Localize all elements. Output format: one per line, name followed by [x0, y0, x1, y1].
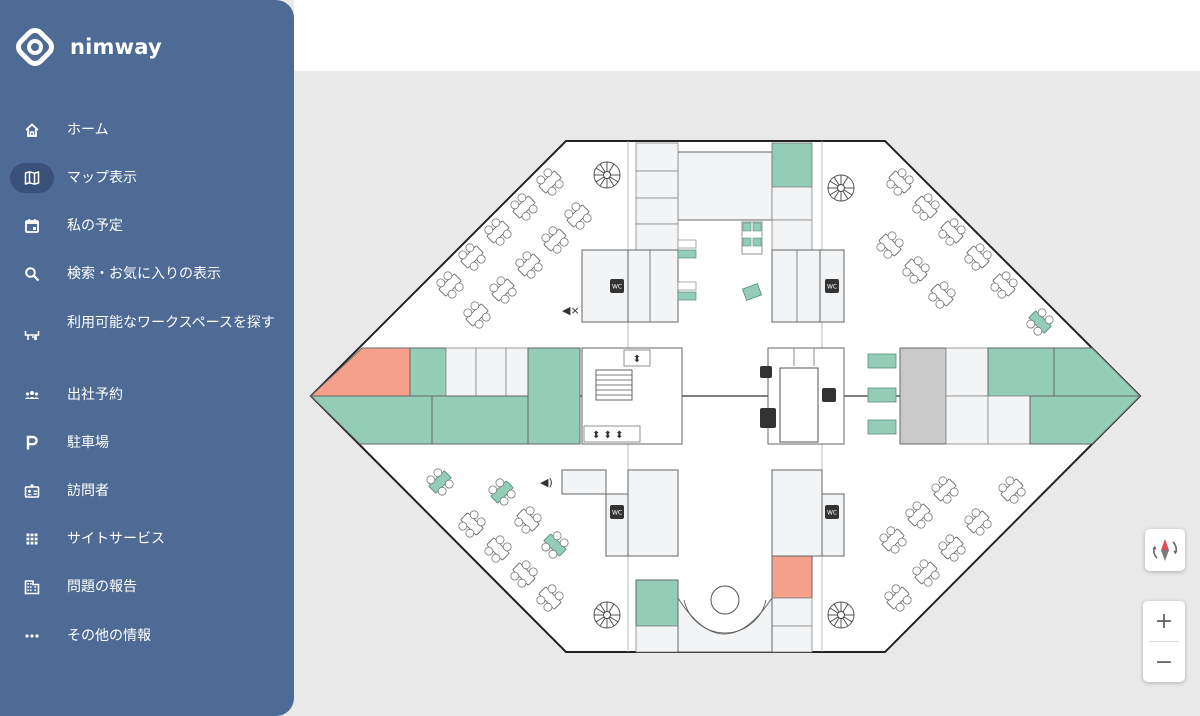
sidebar-item-parking[interactable]: 駐車場	[10, 428, 282, 458]
sidebar: nimway ホーム マップ表示 私の予定 検索・お気に入りの表示 利用可能なワ…	[0, 0, 294, 716]
room-available[interactable]	[771, 142, 813, 188]
sidebar-item-map[interactable]: マップ表示	[10, 163, 282, 193]
room-booked[interactable]	[771, 555, 813, 599]
sidebar-item-search-favorites[interactable]: 検索・お気に入りの表示	[10, 259, 282, 289]
top-bar	[294, 0, 1200, 71]
compass-icon	[1152, 539, 1178, 561]
desk-icon	[10, 320, 54, 350]
sidebar-item-label: 検索・お気に入りの表示	[67, 266, 221, 282]
room-available[interactable]	[1029, 395, 1142, 445]
calendar-icon	[10, 211, 54, 241]
sidebar-item-label: ホーム	[67, 122, 109, 138]
sidebar-item-label: サイトサービス	[67, 531, 165, 547]
sidebar-item-label: 私の予定	[67, 218, 123, 234]
zoom-divider	[1149, 641, 1179, 642]
search-icon	[10, 259, 54, 289]
sidebar-item-visitors[interactable]: 訪問者	[10, 476, 282, 506]
nimway-logo[interactable]: nimway	[14, 26, 162, 68]
sidebar-item-office-booking[interactable]: 出社予約	[10, 380, 282, 410]
printer-icon	[822, 388, 836, 402]
building-icon	[10, 572, 54, 602]
nimway-logo-icon	[16, 28, 54, 66]
sidebar-item-find-workspace[interactable]: 利用可能なワークスペースを探す	[10, 312, 282, 350]
sidebar-item-more-info[interactable]: その他の情報	[10, 621, 282, 651]
svg-text:⬍ ⬍ ⬍: ⬍ ⬍ ⬍	[592, 430, 624, 441]
spiral-stairs	[827, 601, 855, 629]
sidebar-item-label: 問題の報告	[67, 579, 137, 595]
grid-icon	[10, 524, 54, 554]
sidebar-item-label: 利用可能なワークスペースを探す	[67, 315, 275, 331]
room-available[interactable]	[409, 347, 447, 397]
spiral-stairs	[593, 601, 621, 629]
sidebar-item-schedule[interactable]: 私の予定	[10, 211, 282, 241]
spiral-stairs	[827, 174, 855, 202]
lift-icon	[760, 408, 776, 428]
sidebar-item-label: 訪問者	[67, 483, 109, 499]
room-available[interactable]	[309, 395, 433, 445]
people-icon	[10, 380, 54, 410]
room-unavailable[interactable]	[899, 347, 947, 445]
room-available[interactable]	[635, 579, 679, 627]
speaker-icon: ◀×	[562, 304, 580, 317]
coffee-icon	[760, 366, 772, 378]
compass-button[interactable]	[1145, 529, 1185, 571]
zoom-out-button[interactable]: −	[1154, 649, 1174, 675]
map-icon	[10, 163, 54, 193]
sidebar-item-report-issue[interactable]: 問題の報告	[10, 572, 282, 602]
speaker-icon: ◀)	[540, 476, 553, 489]
sidebar-item-label: 駐車場	[67, 435, 109, 451]
parking-icon	[10, 428, 54, 458]
room-available[interactable]	[527, 347, 581, 445]
floor-map[interactable]: WC ◀×	[294, 71, 1200, 716]
room-available[interactable]	[987, 347, 1055, 397]
sidebar-item-site-services[interactable]: サイトサービス	[10, 524, 282, 554]
spiral-stairs	[593, 161, 621, 189]
room-available[interactable]	[1053, 347, 1142, 397]
room-available[interactable]	[431, 395, 529, 445]
sidebar-item-home[interactable]: ホーム	[10, 115, 282, 145]
sidebar-item-label: その他の情報	[67, 628, 151, 644]
visitor-badge-icon	[10, 476, 54, 506]
zoom-control: + −	[1143, 601, 1185, 682]
home-icon	[10, 115, 54, 145]
brand-name: nimway	[70, 35, 162, 59]
more-icon	[10, 621, 54, 651]
floor-plan[interactable]: WC ◀×	[294, 71, 1200, 716]
zoom-in-button[interactable]: +	[1154, 608, 1174, 634]
sidebar-item-label: 出社予約	[67, 387, 123, 403]
room-booked[interactable]	[309, 347, 411, 397]
svg-text:⬍: ⬍	[633, 354, 641, 365]
sidebar-item-label: マップ表示	[67, 170, 137, 186]
